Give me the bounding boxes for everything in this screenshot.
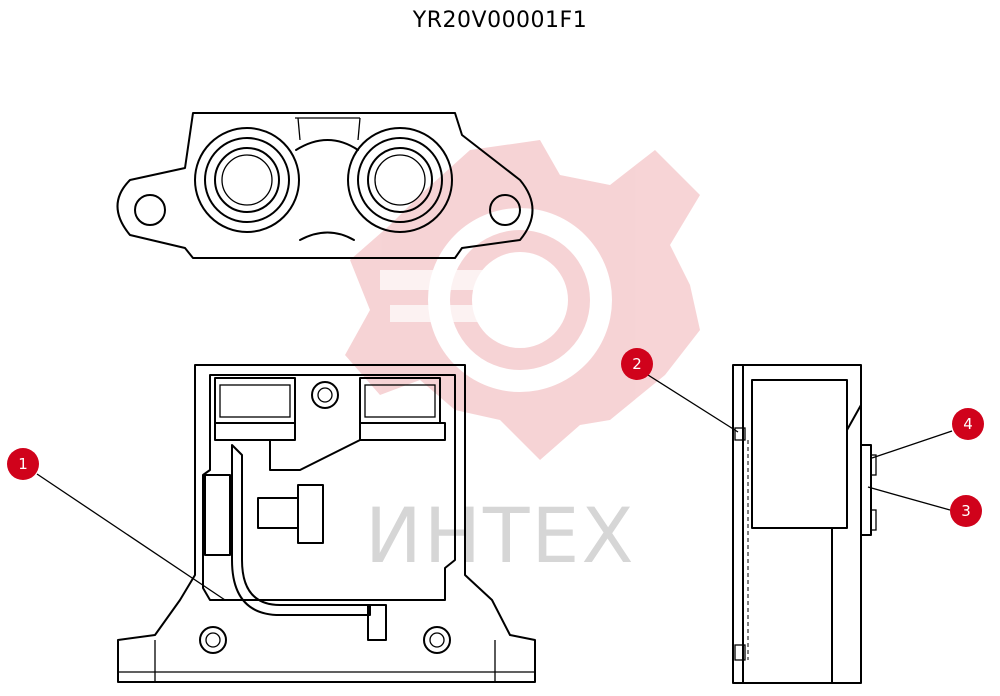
- callout-2[interactable]: 2: [621, 348, 653, 380]
- callout-1[interactable]: 1: [7, 448, 39, 480]
- callout-4-circle: [952, 408, 984, 440]
- callout-1-label: 1: [18, 455, 28, 473]
- diagram-title: YR20V00001F1: [412, 8, 588, 33]
- callout-2-circle: [621, 348, 653, 380]
- callout-3-label: 3: [961, 502, 971, 520]
- callout-4[interactable]: 4: [952, 408, 984, 440]
- callout-3[interactable]: 3: [950, 495, 982, 527]
- watermark-logo: [345, 140, 700, 460]
- watermark-text: ИНТЕХ: [365, 491, 636, 580]
- side-view: [732, 364, 877, 684]
- leader-line-1: [36, 473, 226, 601]
- callout-2-label: 2: [632, 355, 642, 373]
- leader-lines: [36, 374, 953, 601]
- leader-line-2: [647, 374, 739, 433]
- front-view: [117, 364, 536, 683]
- top-view: [116, 112, 534, 259]
- callout-4-label: 4: [963, 415, 973, 433]
- callout-3-circle: [950, 495, 982, 527]
- leader-line-4: [871, 430, 953, 459]
- callout-1-circle: [7, 448, 39, 480]
- leader-line-3: [867, 486, 951, 511]
